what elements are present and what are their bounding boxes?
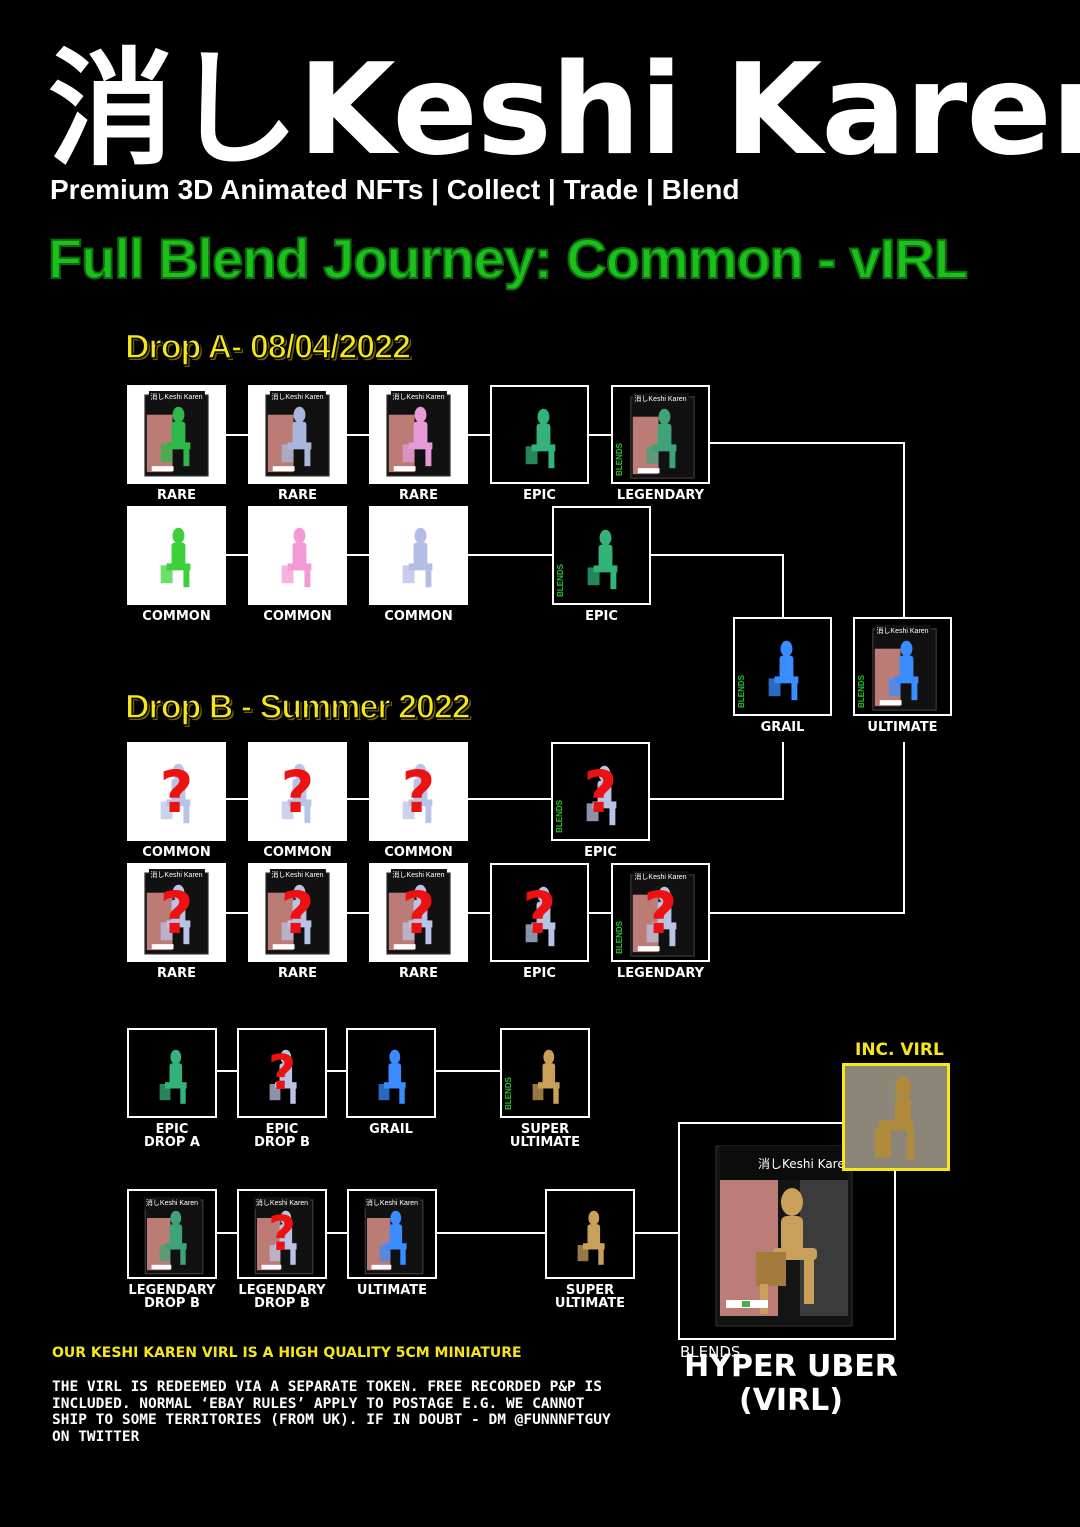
drop-b-card-common: ? — [127, 742, 226, 841]
final-row1-card-1 — [127, 1028, 217, 1118]
final-row1-card-2: ? — [237, 1028, 327, 1118]
virl-note-body: THE VIRL IS REDEEMED VIA A SEPARATE TOKE… — [52, 1379, 611, 1445]
mystery-question-icon: ? — [268, 1045, 296, 1101]
blends-tag: BLENDS — [504, 1077, 513, 1110]
mystery-question-icon: ? — [401, 878, 436, 947]
box-brand-label: 消しKeshi Karen — [148, 391, 205, 403]
card-label: SUPER ULTIMATE — [509, 1122, 581, 1150]
drop-a-card-common — [127, 506, 226, 605]
blends-tag: BLENDS — [737, 675, 746, 708]
blends-tag: BLENDS — [615, 921, 624, 954]
drop-b-card-epic: ? — [490, 863, 589, 962]
card-label: COMMON — [384, 845, 453, 860]
drop-a-label: Drop A- 08/04/2022 — [124, 327, 412, 367]
card-label: COMMON — [384, 609, 453, 624]
card-label: RARE — [278, 966, 317, 981]
mystery-question-icon: ? — [159, 878, 194, 947]
drop-a-card-rare: 消しKeshi Karen — [369, 385, 468, 484]
box-brand-label: 消しKeshi Karen — [253, 1197, 311, 1209]
card-label: RARE — [399, 488, 438, 503]
final-row2-card-1: 消しKeshi Karen — [127, 1189, 217, 1279]
card-label: RARE — [399, 966, 438, 981]
card-label: EPIC — [523, 488, 556, 503]
mystery-question-icon: ? — [643, 878, 678, 947]
mystery-question-icon: ? — [159, 757, 194, 826]
card-label: LEGENDARY DROP B — [238, 1283, 326, 1311]
box-brand-label: 消しKeshi Karen — [390, 869, 447, 881]
blends-tag: BLENDS — [555, 800, 564, 833]
final-row1-card-4: BLENDS — [500, 1028, 590, 1118]
card-label: SUPER ULTIMATE — [554, 1283, 626, 1311]
drop-b-card-epic: BLENDS? — [551, 742, 650, 841]
drop-b-card-rare: 消しKeshi Karen? — [369, 863, 468, 962]
hyper-uber-label: HYPER UBER (VIRL) — [684, 1349, 898, 1418]
card-label: COMMON — [263, 609, 332, 624]
box-brand-label: 消しKeshi Karen — [874, 625, 931, 637]
card-label: RARE — [278, 488, 317, 503]
card-label: ULTIMATE — [356, 1283, 428, 1298]
card-label: LEGENDARY — [616, 488, 705, 503]
drop-a-card-epic: BLENDS — [552, 506, 651, 605]
box-brand-label: 消しKeshi Karen — [632, 393, 689, 405]
blends-tag: BLENDS — [556, 564, 565, 597]
card-label: EPIC — [585, 609, 618, 624]
card-label: EPIC — [523, 966, 556, 981]
mystery-question-icon: ? — [280, 757, 315, 826]
card-label: LEGENDARY — [616, 966, 705, 981]
mystery-question-icon: ? — [401, 757, 436, 826]
card-label: COMMON — [142, 845, 211, 860]
drop-a-card-rare: 消しKeshi Karen — [127, 385, 226, 484]
card-label: EPIC — [584, 845, 617, 860]
blends-tag: BLENDS — [615, 443, 624, 476]
brand-title: 消しKeshi Karen — [48, 36, 1080, 183]
mystery-question-icon: ? — [583, 757, 618, 826]
drop-a-card-common — [248, 506, 347, 605]
card-label: EPIC DROP A — [144, 1122, 200, 1150]
virl-note-highlight: OUR KESHI KAREN VIRL IS A HIGH QUALITY 5… — [52, 1345, 522, 1361]
card-label: LEGENDARY DROP B — [128, 1283, 216, 1311]
drop-b-card-rare: 消しKeshi Karen? — [127, 863, 226, 962]
drop-b-card-rare: 消しKeshi Karen? — [248, 863, 347, 962]
virl-blends-tag: BLENDS — [680, 1343, 741, 1361]
card-label: EPIC DROP B — [254, 1122, 310, 1150]
final-row1-card-3 — [346, 1028, 436, 1118]
box-brand-label: 消しKeshi Karen — [143, 1197, 201, 1209]
box-brand-label: 消しKeshi Karen — [269, 869, 326, 881]
journey-title: Full Blend Journey: Common - vIRL — [47, 226, 969, 291]
drop-b-card-common: ? — [369, 742, 468, 841]
tagline: Premium 3D Animated NFTs | Collect | Tra… — [50, 174, 740, 205]
inc-virl-label: INC. VIRL — [855, 1040, 944, 1060]
box-brand-label: 消しKeshi Karen — [363, 1197, 421, 1209]
card-label: RARE — [157, 966, 196, 981]
card-label: ULTIMATE — [867, 720, 938, 735]
box-brand-label: 消しKeshi Karen — [269, 391, 326, 403]
mystery-question-icon: ? — [268, 1206, 296, 1262]
card-label: COMMON — [142, 609, 211, 624]
final-row2-card-3: 消しKeshi Karen — [347, 1189, 437, 1279]
blends-tag: BLENDS — [857, 675, 866, 708]
drop-b-card-common: ? — [248, 742, 347, 841]
drop-a-card-epic — [490, 385, 589, 484]
final-row2-card-2: 消しKeshi Karen? — [237, 1189, 327, 1279]
box-brand-label: 消しKeshi Karen — [390, 391, 447, 403]
card-label: GRAIL — [369, 1122, 413, 1137]
box-brand-label: 消しKeshi Karen — [148, 869, 205, 881]
drop-b-label: Drop B - Summer 2022 — [124, 687, 471, 727]
drop-a-card-common — [369, 506, 468, 605]
card-label: RARE — [157, 488, 196, 503]
box-brand-label: 消しKeshi Karen — [632, 871, 689, 883]
mystery-question-icon: ? — [522, 878, 557, 947]
card-label: COMMON — [263, 845, 332, 860]
mystery-question-icon: ? — [280, 878, 315, 947]
drop-a-card-rare: 消しKeshi Karen — [248, 385, 347, 484]
virl-photo — [842, 1063, 950, 1171]
final-row2-card-4 — [545, 1189, 635, 1279]
card-label: GRAIL — [760, 720, 805, 735]
grail-card: BLENDS — [733, 617, 832, 716]
virl-box-label: 消しKeshi Karen — [758, 1157, 852, 1171]
